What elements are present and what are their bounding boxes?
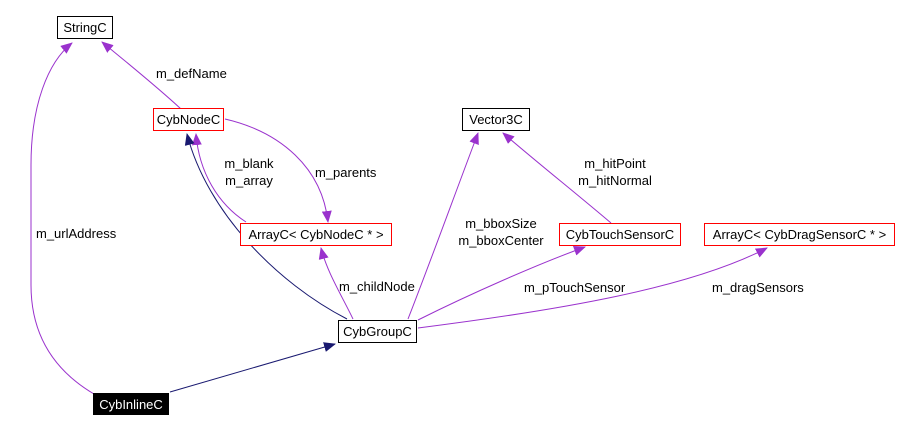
node-cybnodec[interactable]: CybNodeC [153, 108, 224, 131]
edge-label-line: m_hitPoint [584, 156, 646, 171]
node-cybgroupc[interactable]: CybGroupC [338, 320, 417, 343]
edge-label-line: m_blank [224, 156, 274, 171]
edge-m-defname [101, 41, 182, 110]
node-arrayc-cybdragsensorc[interactable]: ArrayC< CybDragSensorC * > [704, 223, 895, 246]
edge-label-m-ptouchsensor: m_pTouchSensor [524, 280, 626, 295]
edge-label-m-urladdress: m_urlAddress [36, 226, 117, 241]
node-vector3c[interactable]: Vector3C [462, 108, 530, 131]
edge-label-m-parents: m_parents [315, 165, 377, 180]
edge-label-m-bboxsize-m-bboxcenter: m_bboxSize m_bboxCenter [451, 215, 551, 249]
edge-label-line: m_bboxCenter [458, 233, 544, 248]
edge-m-urladdress [30, 42, 95, 395]
edge-label-m-defname: m_defName [156, 66, 227, 81]
edge-m-bboxsize-m-bboxcenter [407, 132, 479, 320]
edge-label-line: m_bboxSize [465, 216, 537, 231]
edge-label-m-childnode: m_childNode [339, 279, 415, 294]
edge-m-ptouchsensor [417, 246, 586, 321]
node-arrayc-cybnodec[interactable]: ArrayC< CybNodeC * > [240, 223, 392, 246]
node-stringc[interactable]: StringC [57, 16, 113, 39]
node-cybtouchsensorc[interactable]: CybTouchSensorC [559, 223, 681, 246]
edge-label-line: m_array [225, 173, 273, 188]
edge-m-hitpoint-m-hitnormal [502, 132, 612, 224]
edge-m-blank-m-array [191, 133, 247, 223]
edge-label-m-hitpoint-m-hitnormal: m_hitPoint m_hitNormal [565, 155, 665, 189]
edge-m-dragsensors [417, 247, 768, 329]
edge-label-line: m_hitNormal [578, 173, 652, 188]
edge-inheritance-cybinlinec-cybgroupc [169, 342, 336, 393]
node-cybinlinec-focus: CybInlineC [93, 393, 169, 415]
edge-m-parents [224, 118, 332, 223]
edge-label-m-blank-m-array: m_blank m_array [209, 155, 289, 189]
edge-m-childnode [318, 247, 354, 320]
edge-label-m-dragsensors: m_dragSensors [712, 280, 804, 295]
